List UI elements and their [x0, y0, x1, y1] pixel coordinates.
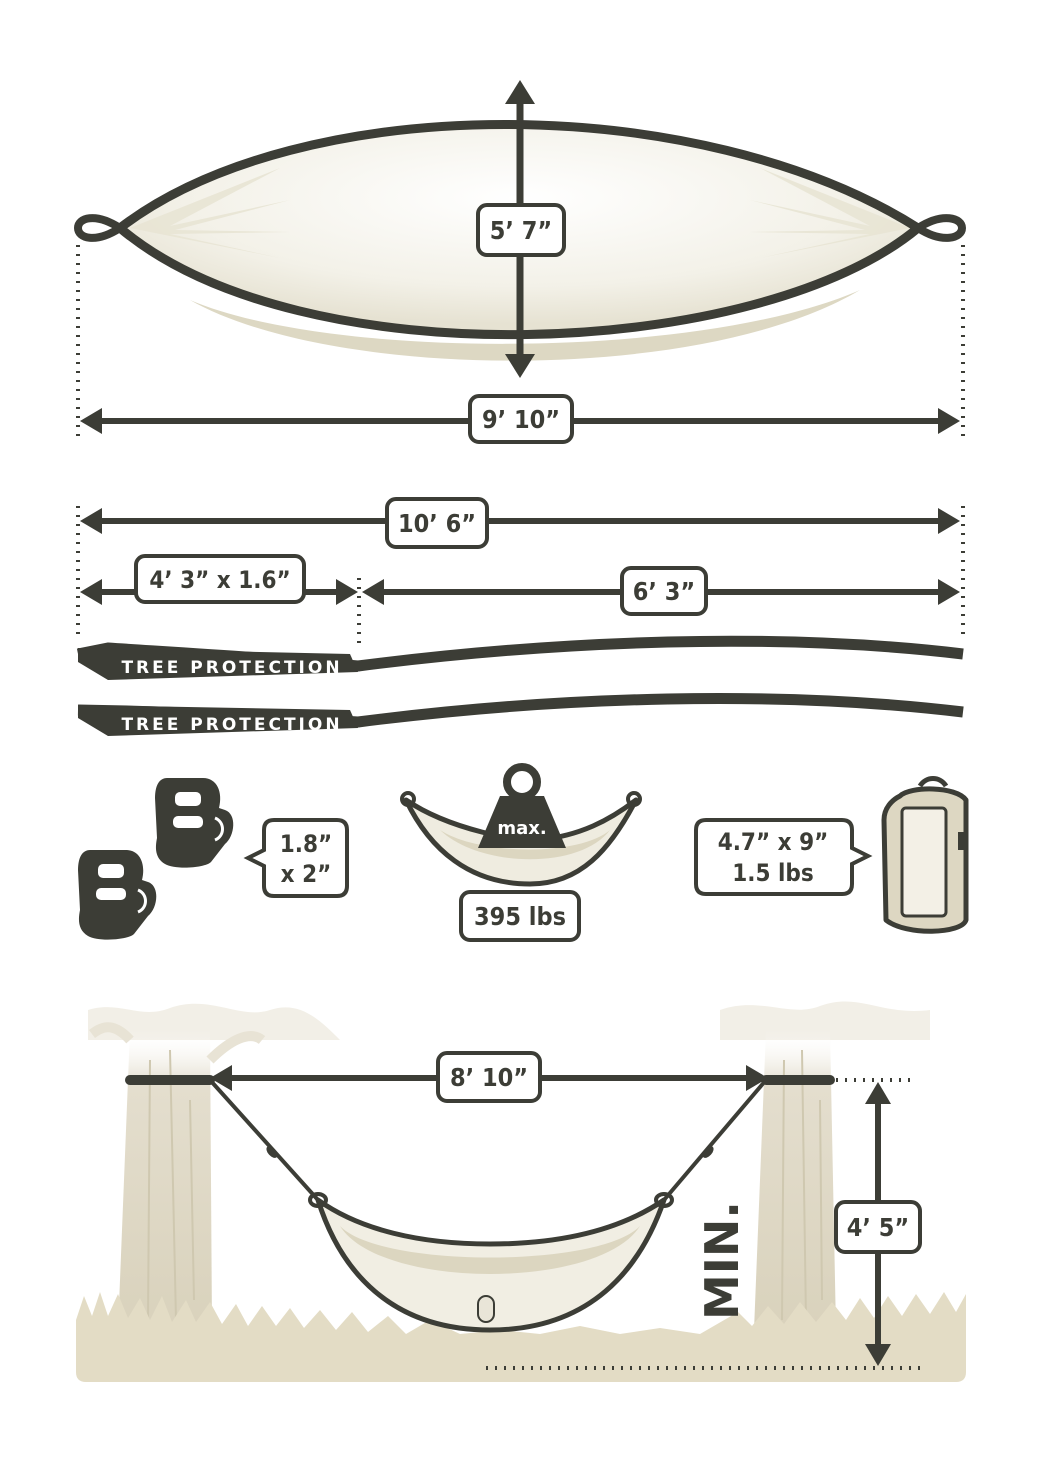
tree-protection-length-label: 4’ 3” x 1.6” — [149, 566, 290, 594]
clip-size-line2: x 2” — [281, 860, 332, 888]
arrow-left-icon — [362, 579, 384, 605]
arrow-down-icon — [505, 354, 535, 378]
weight-tag: max. — [497, 818, 546, 839]
setup-scene: 8’ 10” 4’ 5” MIN. — [76, 1001, 966, 1382]
arrow-right-icon — [938, 508, 960, 534]
setup-height-label: 4’ 5” — [847, 1213, 909, 1242]
arrow-up-icon — [865, 1082, 891, 1104]
bag-callout — [694, 818, 873, 896]
hammock-outline — [115, 120, 923, 340]
stuff-sack-icon — [881, 776, 969, 934]
right-end-loop-icon — [915, 214, 967, 242]
grass — [76, 1292, 966, 1382]
hammock-fabric-folds — [130, 168, 910, 258]
hammock-length-label: 9’ 10” — [482, 405, 560, 434]
strap-total-length-label: 10’ 6” — [398, 509, 476, 538]
strap-rope-length-label: 6’ 3” — [633, 577, 695, 606]
arrow-left-icon — [80, 508, 102, 534]
arrow-right-icon — [938, 579, 960, 605]
minimum-label: MIN. — [695, 1201, 749, 1320]
arrow-left-icon — [80, 579, 102, 605]
clip-callout — [243, 818, 349, 898]
tree-icon — [89, 1022, 266, 1330]
tree-icon — [754, 1030, 836, 1330]
carabiner-icon — [78, 850, 157, 940]
arrow-up-icon — [505, 80, 535, 104]
hammock-fabric-shade — [190, 290, 860, 361]
bag-size-line1: 4.7” x 9” — [718, 828, 829, 856]
strap-1-text: TREE PROTECTION — [121, 658, 342, 678]
weight-capacity: max. 395 lbs — [400, 763, 642, 942]
weight-icon: max. — [478, 763, 566, 848]
hammock-top-view: 5’ 7” 9’ 10” — [73, 80, 967, 444]
bag-weight-line2: 1.5 lbs — [732, 859, 813, 887]
arrow-left-icon — [80, 408, 102, 434]
arrow-right-icon — [336, 579, 358, 605]
carabiner-icon — [155, 778, 234, 868]
stuff-sack: 4.7” x 9” 1.5 lbs — [694, 776, 969, 934]
left-end-loop-icon — [73, 214, 123, 242]
strap-2-text: TREE PROTECTION — [121, 715, 342, 735]
capacity-label: 395 lbs — [474, 902, 566, 931]
tree-straps: 10’ 6” 4’ 3” x 1.6” 6’ 3” TREE PROTECTIO… — [76, 497, 965, 736]
arrow-left-icon — [210, 1065, 232, 1091]
setup-span-label: 8’ 10” — [450, 1063, 528, 1092]
arrow-right-icon — [938, 408, 960, 434]
arrow-down-icon — [865, 1344, 891, 1366]
hammock-width-label: 5’ 7” — [490, 216, 552, 245]
clip-size-line1: 1.8” — [280, 830, 332, 858]
carabiners: 1.8” x 2” — [78, 778, 349, 940]
arrow-right-icon — [746, 1065, 768, 1091]
